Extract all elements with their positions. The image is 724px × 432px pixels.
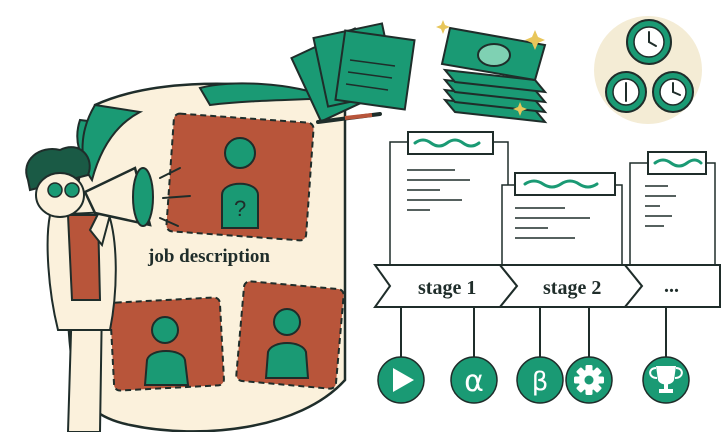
poster-label: job description bbox=[147, 246, 270, 267]
milestones: α β bbox=[377, 356, 690, 404]
milestone-connectors bbox=[400, 307, 667, 358]
recruiter-shirt bbox=[66, 214, 102, 301]
milestone-trophy bbox=[642, 356, 690, 404]
stage-label-2: stage 2 bbox=[543, 277, 601, 299]
gear-icon bbox=[574, 365, 604, 395]
stage-chevrons: stage 1 stage 2 ... bbox=[373, 264, 721, 308]
recruiter-figure bbox=[25, 146, 191, 432]
recruiter-glasses-right bbox=[64, 182, 80, 198]
stage-cards bbox=[389, 131, 716, 276]
stage-card-3 bbox=[629, 162, 716, 272]
play-icon bbox=[393, 368, 414, 392]
megaphone-bell bbox=[132, 167, 154, 227]
stage-label-1: stage 1 bbox=[418, 277, 476, 299]
beta-icon: β bbox=[532, 367, 549, 397]
question-mark-icon: ? bbox=[234, 196, 246, 221]
profile-head-bottom-left bbox=[151, 316, 179, 344]
job-description-poster: ? job description bbox=[66, 82, 347, 432]
milestone-play bbox=[377, 356, 425, 404]
alpha-icon: α bbox=[464, 364, 484, 399]
milestone-gear bbox=[565, 356, 613, 404]
stage-label-3: ... bbox=[664, 275, 679, 297]
profile-body-top bbox=[221, 182, 259, 229]
stage-card-1 bbox=[389, 141, 509, 273]
money-stack-icon bbox=[436, 20, 548, 124]
profile-body-bottom-left bbox=[143, 350, 190, 386]
profile-card-bottom-left bbox=[109, 296, 225, 392]
trophy-icon bbox=[649, 366, 683, 393]
profile-head-bottom-right bbox=[273, 308, 301, 336]
clocks-icon bbox=[594, 16, 702, 124]
poster-flap bbox=[81, 103, 144, 183]
milestone-alpha: α bbox=[450, 356, 498, 404]
profile-body-bottom-right bbox=[264, 342, 310, 379]
profile-head-top bbox=[224, 137, 256, 169]
stage-chevron-3 bbox=[622, 264, 721, 308]
stage-card-2 bbox=[501, 184, 623, 276]
sound-lines bbox=[159, 167, 191, 227]
milestone-beta: β bbox=[516, 356, 564, 404]
recruiter-glasses-left bbox=[47, 182, 63, 198]
documents-stack bbox=[290, 22, 416, 124]
